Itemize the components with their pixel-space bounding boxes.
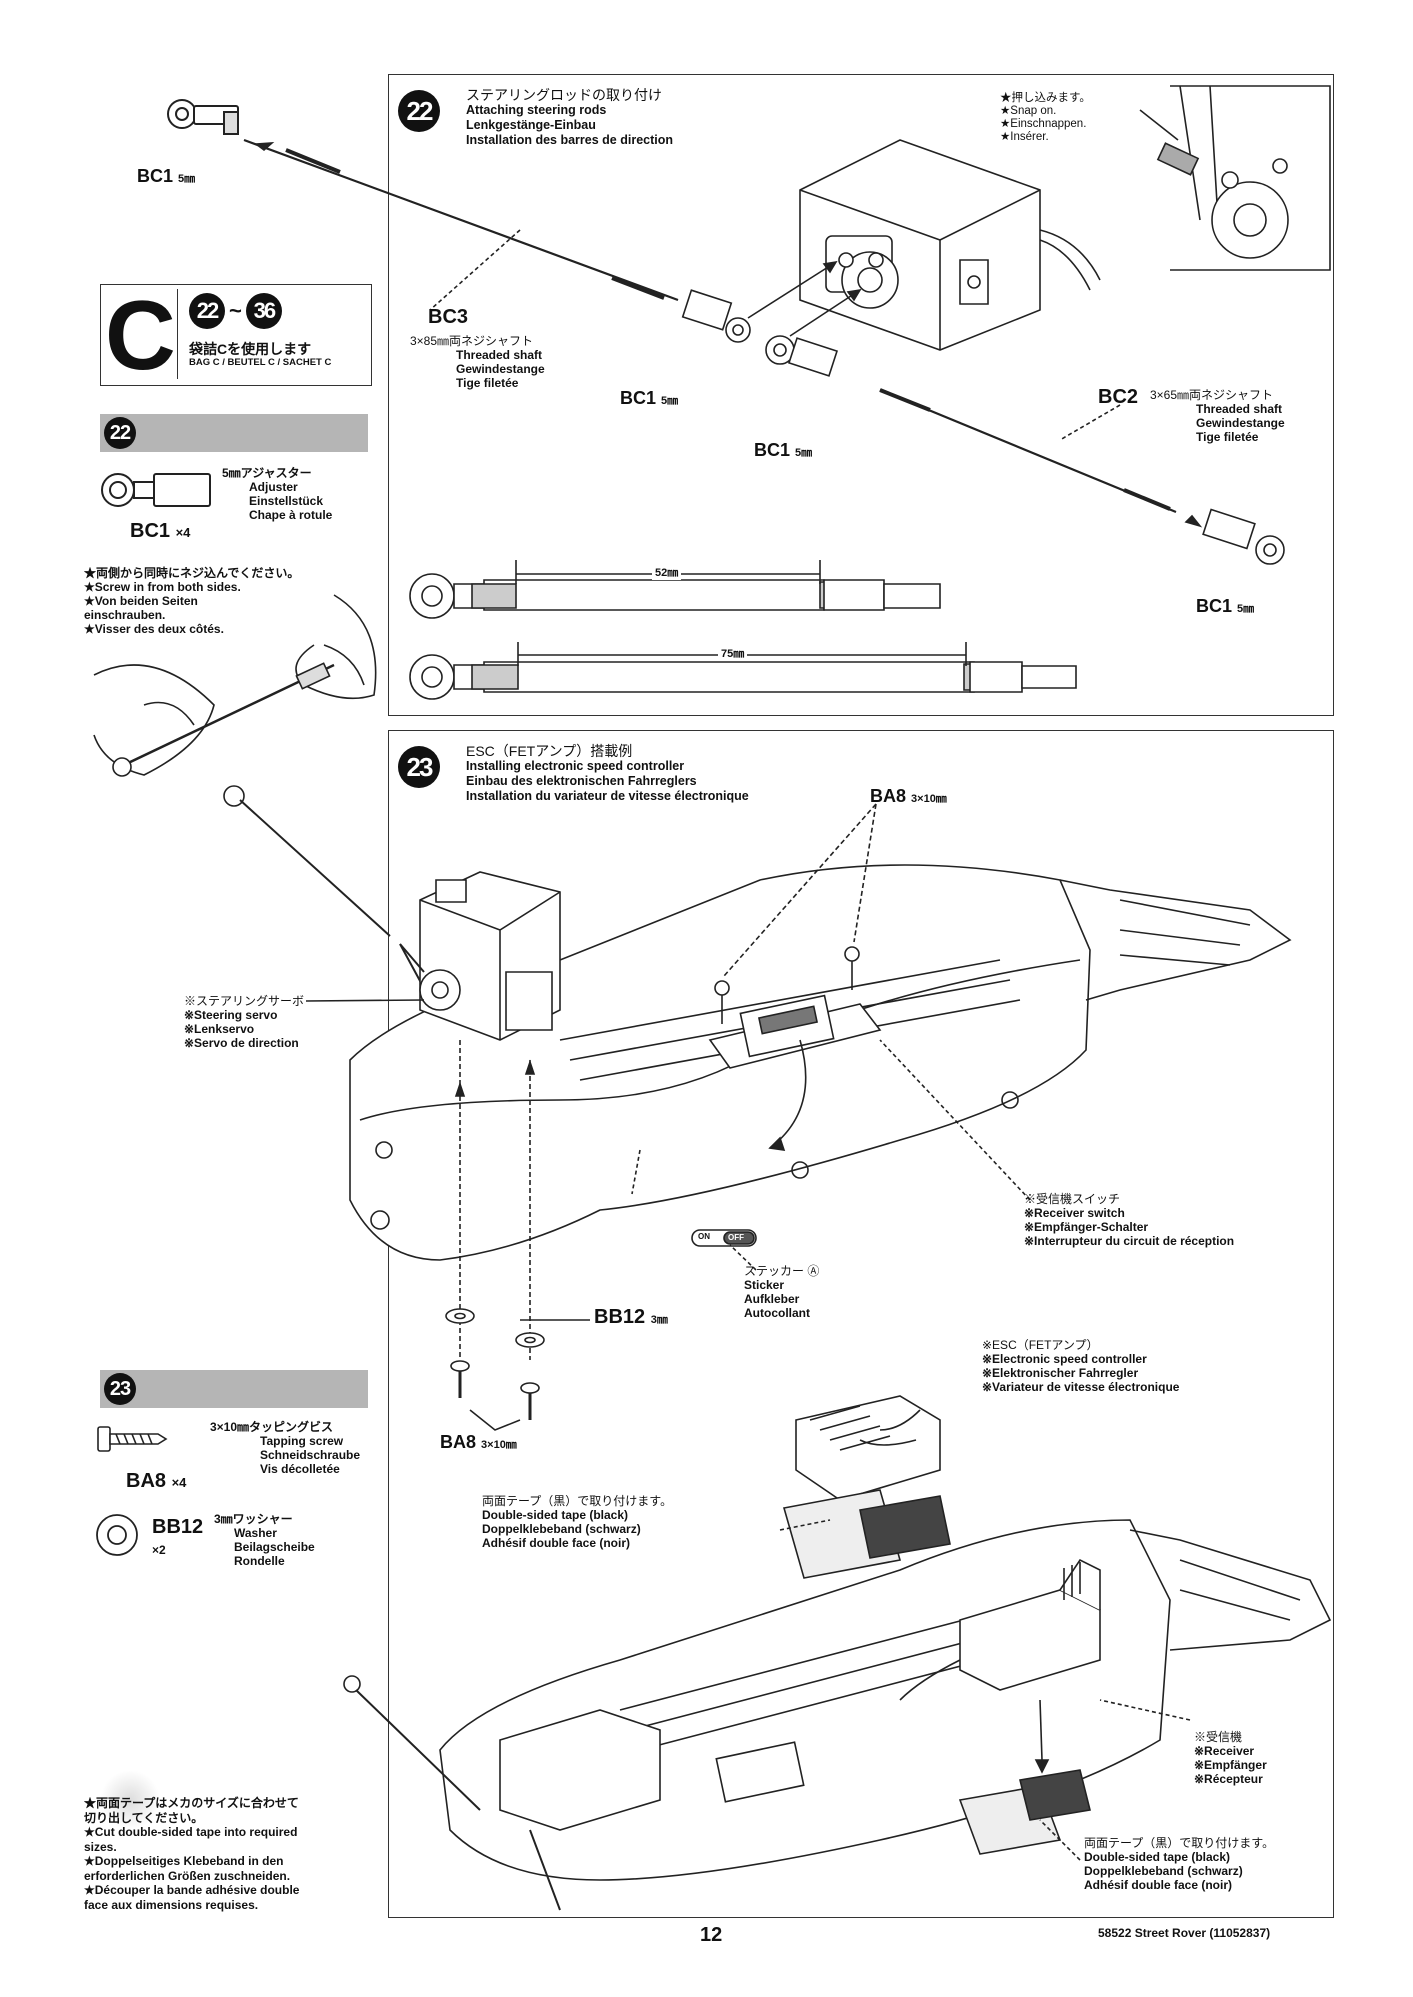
parts23-ba8-code: BA8 ×4: [126, 1470, 187, 1492]
step-22-title-en: Attaching steering rods: [466, 103, 607, 117]
bag-step-sep: ~: [229, 298, 242, 323]
sticker-off-text: OFF: [728, 1233, 744, 1242]
bc1-label-top: BC1 5㎜: [137, 166, 196, 186]
esc-note: ※ESC（FETアンプ） ※Electronic speed controlle…: [982, 1338, 1180, 1394]
bc3-label: BC3: [428, 306, 469, 328]
parts22-name-fr: Chape à rotule: [249, 508, 333, 522]
dimension-75mm: 75㎜: [718, 645, 748, 661]
bc2-label: BC2: [1098, 386, 1139, 408]
ba8-label-top: BA8 3×10㎜: [870, 786, 947, 806]
step-22-number: 22: [398, 90, 440, 132]
bag-step-range: 22 ~ 36: [189, 293, 282, 329]
step-23-title-fr: Installation du variateur de vitesse éle…: [466, 789, 749, 803]
bag-step-to: 36: [245, 293, 282, 329]
bb12-name-de: Beilagscheibe: [234, 1540, 315, 1554]
parts22-name-de: Einstellstück: [249, 494, 324, 508]
bc1-label-lower: BC1 5㎜: [754, 440, 813, 460]
step-23-title-jp: ESC（FETアンプ）搭載例: [466, 743, 633, 759]
ba8-screw-icon: [96, 1424, 170, 1454]
page-number: 12: [700, 1924, 723, 1946]
bc1-part-icon: [96, 468, 226, 514]
parts-bar-23-number: 23: [104, 1373, 136, 1405]
step-22-title-de: Lenkgestänge-Einbau: [466, 118, 596, 132]
screw-both-sides-note: ★両側から同時にネジ込んでください。 ★Screw in from both s…: [84, 566, 300, 636]
sticker-note: ステッカー Ⓐ Sticker Aufkleber Autocollant: [744, 1264, 820, 1320]
tape-tip-note: ★両面テープはメカのサイズに合わせて 切り出してください。 ★Cut doubl…: [84, 1796, 300, 1912]
hands-screwing-illustration: [84, 585, 374, 785]
bb12-washer-icon: [94, 1512, 140, 1558]
step-22-title-jp: ステアリングロッドの取り付け: [466, 87, 662, 103]
parts22-name-en: Adjuster: [249, 480, 298, 494]
step-23-panel: [388, 730, 1334, 1918]
parts23-ba8-names: 3×10㎜タッピングビス Tapping screw Schneidschrau…: [210, 1420, 360, 1476]
bb12-name-fr: Rondelle: [234, 1554, 285, 1568]
bag-letter: C: [105, 280, 176, 390]
product-code: 58522 Street Rover (11052837): [1098, 1926, 1271, 1940]
step-22-title-fr: Installation des barres de direction: [466, 133, 674, 147]
ba8-label-bottom: BA8 3×10㎜: [440, 1432, 517, 1452]
step-22-title: ステアリングロッドの取り付け Attaching steering rods L…: [466, 88, 673, 148]
parts23-bb12-names: 3㎜ワッシャー Washer Beilagscheibe Rondelle: [214, 1512, 315, 1568]
tape-note-receiver: 両面テープ（黒）で取り付けます。 Double-sided tape (blac…: [1084, 1836, 1275, 1892]
parts-bar-23: 23: [100, 1370, 368, 1408]
step-23-title-en: Installing electronic speed controller: [466, 759, 685, 773]
bag-step-from: 22: [189, 293, 225, 329]
bb12-name-jp: 3㎜ワッシャー: [214, 1512, 293, 1526]
steering-servo-note: ※ステアリングサーボ ※Steering servo ※Lenkservo ※S…: [184, 994, 305, 1050]
bc1-adjuster-illustration: [160, 90, 270, 150]
steering-rod-assembly-drawing: [0, 0, 1413, 740]
step-23-title: ESC（FETアンプ）搭載例 Installing electronic spe…: [466, 744, 749, 804]
bc2-desc: 3×65㎜両ネジシャフト Threaded shaft Gewindestang…: [1150, 388, 1285, 444]
step-22-panel: [388, 74, 1334, 716]
bag-text-en: BAG C / BEUTEL C / SACHET C: [189, 357, 332, 368]
parts22-names: 5㎜アジャスター Adjuster Einstellstück Chape à …: [222, 466, 332, 522]
sticker-on-text: ON: [698, 1232, 710, 1241]
parts23-bb12-qty: ×2: [152, 1543, 166, 1557]
bc1-label-center: BC1 5㎜: [620, 388, 679, 408]
ba8-name-de: Schneidschraube: [260, 1448, 361, 1462]
ba8-name-jp: 3×10㎜タッピングビス: [210, 1420, 334, 1434]
bb12-label: BB12 3㎜: [594, 1306, 668, 1328]
receiver-switch-note: ※受信機スイッチ ※Receiver switch ※Empfänger-Sch…: [1024, 1192, 1235, 1248]
bc1-label-right: BC1 5㎜: [1196, 596, 1255, 616]
parts23-bb12-code: BB12: [152, 1516, 204, 1538]
ba8-name-en: Tapping screw: [260, 1434, 344, 1448]
bag-text-jp: 袋詰Cを使用します: [189, 341, 312, 357]
parts22-name-jp: 5㎜アジャスター: [222, 466, 312, 480]
step-23-number: 23: [398, 746, 440, 788]
ba8-name-fr: Vis décolletée: [260, 1462, 340, 1476]
tape-note-esc: 両面テープ（黒）で取り付けます。 Double-sided tape (blac…: [482, 1494, 673, 1550]
parts22-code: BC1 ×4: [130, 520, 191, 542]
receiver-note: ※受信機 ※Receiver ※Empfänger ※Récepteur: [1194, 1730, 1267, 1786]
bb12-name-en: Washer: [234, 1526, 277, 1540]
bc3-desc: 3×85㎜両ネジシャフト Threaded shaft Gewindestang…: [410, 334, 545, 390]
snap-on-note: ★押し込みます。 ★Snap on. ★Einschnappen. ★Insér…: [1000, 92, 1091, 143]
parts-bar-22: 22: [100, 414, 368, 452]
parts-bar-22-number: 22: [104, 417, 136, 449]
dimension-52mm: 52㎜: [652, 564, 682, 580]
step-23-title-de: Einbau des elektronischen Fahrreglers: [466, 774, 697, 788]
tip-highlight: [100, 1770, 160, 1830]
bag-c-box: C 22 ~ 36 袋詰Cを使用します BAG C / BEUTEL C / S…: [100, 284, 372, 386]
